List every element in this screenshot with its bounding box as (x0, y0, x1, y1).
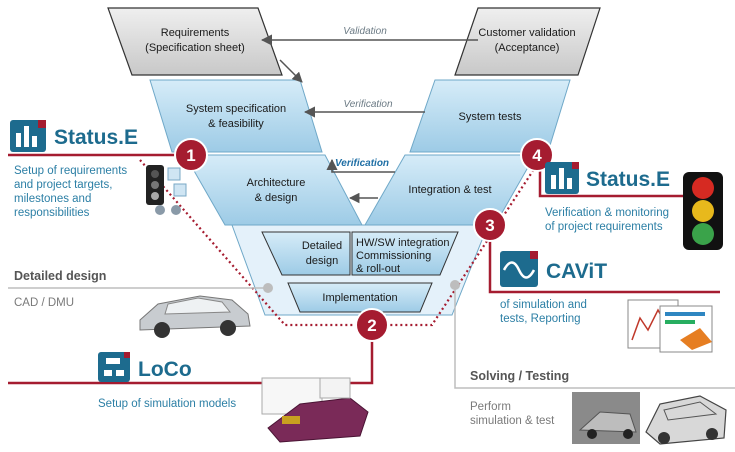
traffic-light-icon (683, 172, 723, 250)
customer-validation-label-1: Customer validation (478, 27, 575, 39)
customer-validation-label-2: (Acceptance) (495, 42, 560, 54)
step-marker-4: 4 (520, 138, 554, 172)
cavit-desc-2: tests, Reporting (500, 313, 581, 325)
solving-desc-2: simulation & test (470, 415, 555, 427)
status-e-desc-right-2: of project requirements (545, 221, 663, 233)
cavit-logo-icon (500, 251, 538, 287)
status-e-right: Status.E Verification & monitoring of pr… (545, 162, 723, 250)
step-marker-2: 2 (355, 308, 389, 342)
status-e-desc-left-4: responsibilities (14, 207, 90, 219)
cavit-section: CAViT of simulation and tests, Reporting (500, 251, 713, 353)
link-arrow-req (279, 59, 303, 83)
solving-testing-section: Solving / Testing Perform simulation & t… (470, 369, 727, 445)
architecture-label-1: Architecture (247, 177, 306, 189)
connector-lines (8, 153, 735, 389)
system-tests-label: System tests (459, 111, 522, 123)
svg-text:2: 2 (367, 316, 376, 335)
car-body-simulation-icon (261, 377, 369, 443)
svg-text:4: 4 (532, 146, 542, 165)
requirements-box (107, 7, 283, 76)
status-e-brand-right: Status.E (586, 168, 670, 191)
loco-desc: Setup of simulation models (98, 398, 236, 410)
validation-label: Validation (343, 26, 387, 37)
status-e-logo-icon (10, 120, 46, 152)
verification-arrow-2 (326, 158, 395, 173)
detailed-design-label-2: design (306, 255, 338, 267)
verification-label-2: Verification (335, 158, 389, 169)
hwsw-label-3: & roll-out (356, 263, 400, 275)
step-marker-3: 3 (473, 208, 507, 242)
status-e-logo-icon-right (545, 162, 579, 194)
status-e-left: Status.E Setup of requirements and proje… (10, 120, 187, 219)
hwsw-label-1: HW/SW integration (356, 237, 450, 249)
detailed-design-box (261, 231, 351, 276)
status-e-brand-left: Status.E (54, 126, 138, 149)
car-model-icon (139, 295, 251, 338)
requirements-label-2: (Specification sheet) (145, 42, 245, 54)
status-e-desc-left-3: milestones and (14, 193, 91, 205)
system-spec-label-1: System specification (186, 103, 286, 115)
implementation-label: Implementation (322, 292, 397, 304)
hwsw-box (351, 231, 459, 276)
svg-text:3: 3 (485, 216, 494, 235)
org-chart-icon (155, 167, 187, 215)
hwsw-label-2: Commissioning (356, 250, 431, 262)
v-model-diagram: Requirements (Specification sheet) Custo… (107, 7, 601, 327)
cavit-desc-1: of simulation and (500, 299, 587, 311)
status-e-desc-left-1: Setup of requirements (14, 165, 127, 177)
loco-section: LoCo Setup of simulation models (98, 352, 369, 443)
solving-desc-1: Perform (470, 401, 511, 413)
process-path (139, 159, 541, 327)
system-spec-box (149, 79, 323, 153)
report-charts-icon (627, 299, 713, 353)
customer-validation-box (454, 7, 601, 76)
svg-text:1: 1 (186, 146, 195, 165)
car-frame-simulation-icon (645, 395, 727, 445)
architecture-label-2: & design (255, 192, 298, 204)
detailed-design-label-1: Detailed (302, 240, 342, 252)
status-e-desc-left-2: and project targets, (14, 179, 112, 191)
detailed-design-sub: CAD / DMU (14, 297, 74, 309)
requirements-label-1: Requirements (161, 27, 230, 39)
crash-test-image (572, 392, 640, 444)
loco-brand: LoCo (138, 358, 192, 381)
small-traffic-light-icon (146, 165, 164, 205)
loco-logo-icon (98, 352, 130, 382)
solving-testing-title: Solving / Testing (470, 369, 569, 383)
detailed-design-title: Detailed design (14, 269, 106, 283)
system-spec-label-2: & feasibility (208, 118, 264, 130)
status-e-desc-right-1: Verification & monitoring (545, 207, 669, 219)
integration-label: Integration & test (408, 184, 491, 196)
implementation-box (287, 282, 433, 313)
detailed-design-section: Detailed design CAD / DMU (14, 269, 251, 338)
step-marker-1: 1 (174, 138, 208, 172)
verification-label-1: Verification (343, 99, 393, 110)
cavit-brand: CAViT (546, 260, 607, 283)
